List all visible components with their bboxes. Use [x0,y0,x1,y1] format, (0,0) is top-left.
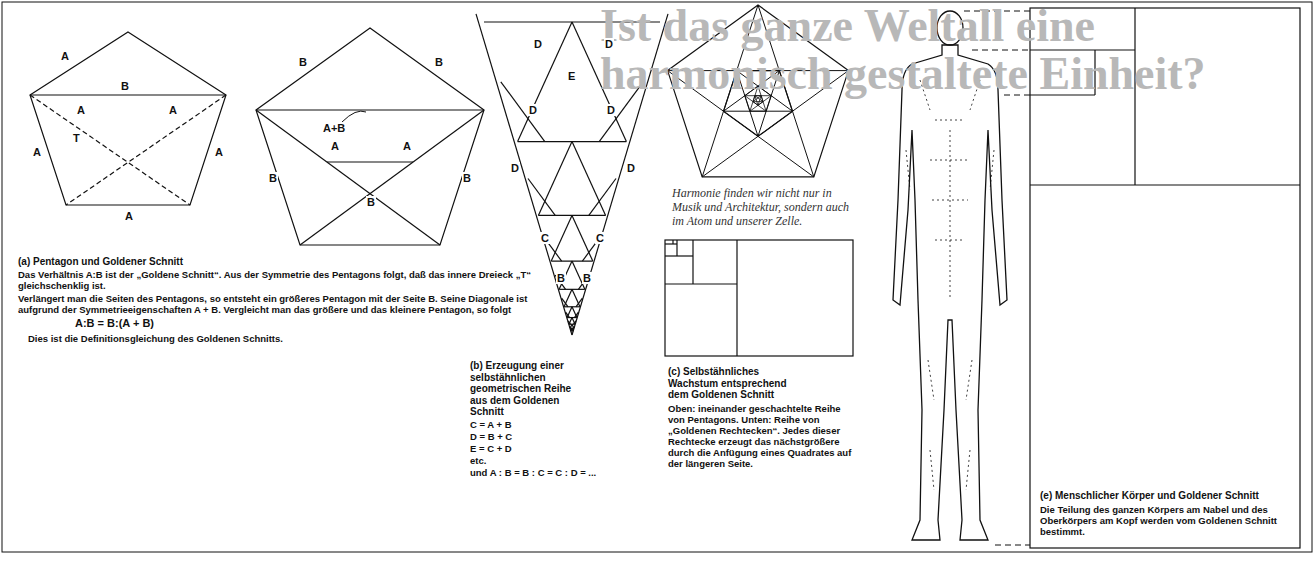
drawing-stroke [736,240,737,356]
geometry-label: C [540,232,550,244]
drawing-stroke [990,150,994,190]
geometry-label: D [606,104,616,116]
geometry-label: B [434,56,444,68]
geometry-label: A [60,50,70,62]
drawing-stroke [572,330,574,331]
small-pentagon [30,32,226,205]
geometry-label: C [595,232,605,244]
geometry-label: B [298,56,308,68]
drawing-stroke [589,179,616,216]
drawing-stroke [528,179,555,216]
caption-text: (b) Erzeugung einer selbstähnlichen geom… [470,360,580,418]
geometry-label: D [533,38,543,50]
drawing-stroke [574,321,576,324]
geometry-label: B [120,80,130,92]
drawing-stroke [572,324,574,328]
drawing-stroke [906,150,910,190]
caption-text: A:B = B:(A + B) [75,317,375,330]
drawing-stroke [538,142,572,216]
drawing-stroke [572,328,573,331]
geometry-label: B [582,272,592,284]
drawing-stroke [665,283,737,284]
golden-rectangles [665,240,853,356]
drawing-stroke [501,82,545,142]
drawing-stroke [576,298,582,307]
geometry-label: D [528,104,538,116]
large-pentagon [256,28,484,245]
drawing-stroke [569,318,572,325]
figure-frame [2,2,1312,552]
drawing-stroke [935,120,965,121]
geometry-label: B [556,272,566,284]
drawing-stroke [672,240,673,244]
caption-text: Oben: ineinander geschachtelte Reihe von… [668,403,853,469]
caption-text: (e) Menschlicher Körper und Goldener Sch… [1040,490,1295,502]
caption-text: (a) Pentagon und Goldener Schnitt [18,256,538,268]
drawing-stroke [571,330,573,331]
geometry-label: T [72,132,81,144]
drawing-stroke [572,215,593,261]
geometry-label: B [366,196,376,208]
drawing-stroke [476,14,572,335]
caption-text: Verlängert man die Seiten des Pentagons,… [18,293,548,315]
drawing-stroke [966,360,972,400]
geometry-label: A [214,146,224,158]
drawing-stroke [570,326,572,328]
caption-text: Die Teilung des ganzen Körpers am Nabel … [1040,504,1295,537]
geometry-label: D [510,162,520,174]
caption-text: und A : B = B : C = C : D = ... [470,467,655,478]
geometry-label: D [626,162,636,174]
drawing-stroke [562,298,568,307]
geometry-label: A [32,146,42,158]
geometry-label: D [604,38,614,50]
caption-text: etc. [470,455,650,466]
page-title: Ist das ganze Weltall eine harmonisch ge… [600,2,1312,98]
drawing-stroke [572,289,580,306]
drawing-stroke [518,22,572,142]
caption-text: (c) Selbstähnliches Wachstum entsprechen… [668,366,803,401]
geometry-label: A [76,104,86,116]
drawing-stroke [572,318,575,325]
drawing-stroke [930,450,934,490]
drawing-stroke [564,289,572,306]
drawing-stroke [665,255,693,256]
drawing-stroke [574,312,578,317]
drawing-stroke [573,326,575,328]
drawing-stroke [572,142,606,216]
geometry-label: B [462,172,472,184]
drawing-stroke [551,215,572,261]
drawing-stroke [966,450,970,490]
geometry-label: B [268,172,278,184]
drawing-stroke [928,360,934,400]
drawing-stroke [568,321,570,324]
drawing-stroke [676,240,677,256]
caption-text: C = A + B [470,419,650,430]
geometry-label: A [402,140,412,152]
geometry-label: A [124,210,134,222]
geometry-label: A [330,140,340,152]
drawing-stroke [566,312,570,317]
caption-text: Dies ist die Definitionsgleichung des Go… [28,333,548,344]
caption-text: Harmonie finden wir nicht nur in Musik u… [672,186,857,228]
caption-text: E = C + D [470,443,650,454]
drawing-stroke [570,330,572,331]
drawing-stroke [950,130,951,300]
geometry-label: E [567,70,576,82]
caption-text: D = B + C [470,431,650,442]
drawing-stroke [665,240,853,356]
caption-text: Das Verhältnis A:B ist der „Goldene Schn… [18,269,548,291]
geometry-label: A [168,104,178,116]
drawing-stroke [665,243,677,244]
drawing-stroke [692,240,693,284]
geometry-label: A+B [322,122,346,134]
